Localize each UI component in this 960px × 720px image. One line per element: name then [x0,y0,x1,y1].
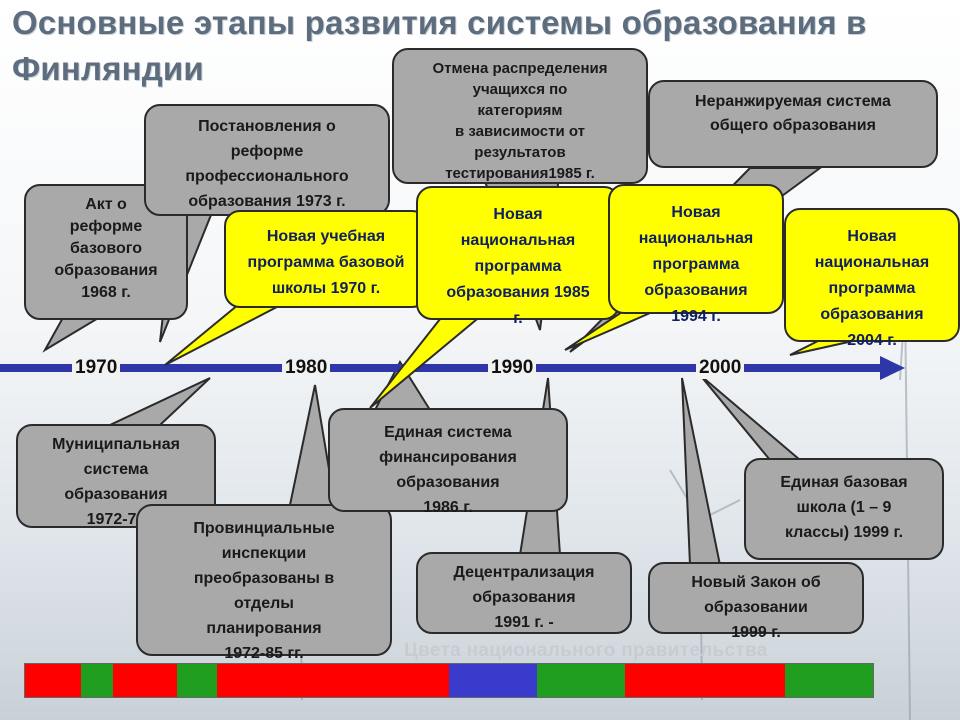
year-label-1970: 1970 [72,357,121,379]
callout-otmena-1985: Отмена распределения учащихся по категор… [392,48,648,184]
callout-neranzh: Неранжируемая система общего образования [648,80,938,168]
legend-government-colors: Цвета национального правительства [404,640,768,661]
callout-provincial-1972: Провинциальные инспекции преобразованы в… [136,504,392,662]
callout-nac-1994-text: Новая национальная программа образования… [638,204,754,325]
tail-municipal [109,377,211,426]
callout-zakon-1999: Новый Закон об образовании 1999 г. [648,562,864,641]
flag-segment [81,664,113,697]
callout-akt-1968-text: Акт о реформе базового образования 1968 … [54,196,158,301]
callout-provincial-1972-text: Провинциальные инспекции преобразованы в… [193,520,335,662]
flag-segment [25,664,81,697]
flag-segment [449,664,537,697]
callout-municipal-1972-text: Муниципальная система образования 1972-7… [52,436,180,528]
year-label-1980: 1980 [282,357,331,379]
callout-zakon-1999-text: Новый Закон об образовании 1999 г. [691,574,821,641]
year-label-1990: 1990 [488,357,537,379]
flag-segment [625,664,785,697]
callout-akt-1968: Акт о реформе базового образования 1968 … [24,184,188,320]
government-colors-bar [24,663,874,698]
callout-nac-1994: Новая национальная программа образования… [608,184,784,325]
callout-postanovlenia-1973: Постановления о реформе профессиональног… [144,104,390,216]
callout-nac-1985-text: Новая национальная программа образования… [446,206,590,327]
timeline-arrowhead [880,356,905,380]
callout-neranzh-text: Неранжируемая система общего образования [695,93,891,134]
year-label-2000: 2000 [696,357,745,379]
callout-edinaya-fin-1986: Единая система финансирования образовани… [328,408,568,516]
flag-segment [537,664,625,697]
callout-uchebnaya-1970: Новая учебная программа базовой школы 19… [224,210,428,308]
callout-otmena-1985-text: Отмена распределения учащихся по категор… [432,60,608,182]
callout-decentral-1991-text: Децентрализация образования 1991 г. - [453,564,595,631]
flag-segment [785,664,873,697]
callout-decentral-1991: Децентрализация образования 1991 г. - [416,552,632,634]
callout-nac-2004-text: Новая национальная программа образования… [814,228,930,349]
callout-postanovlenia-1973-text: Постановления о реформе профессиональног… [185,118,349,210]
flag-segment [217,664,449,697]
flag-segment [113,664,177,697]
flag-segment [177,664,217,697]
callout-nac-2004: Новая национальная программа образования… [784,208,960,349]
callout-edinaya-fin-1986-text: Единая система финансирования образовани… [379,424,517,516]
callout-nac-1985: Новая национальная программа образования… [416,186,620,327]
callout-uchebnaya-1970-text: Новая учебная программа базовой школы 19… [247,228,405,297]
callout-edinaya-shkola-1999-text: Единая базовая школа (1 – 9 классы) 1999… [780,474,908,541]
page-title: Основные этапы развития системы образова… [12,4,867,87]
callout-edinaya-shkola-1999: Единая базовая школа (1 – 9 классы) 1999… [744,458,944,560]
tail-edinaya-shkola [699,374,803,461]
tail-zakon [681,377,722,566]
